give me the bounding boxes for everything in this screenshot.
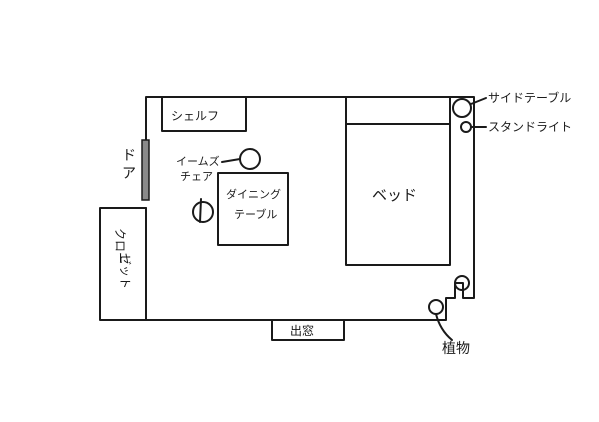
dining-table-label-1: ダイニング — [226, 187, 281, 201]
stand-light-label: スタンドライト — [488, 120, 572, 134]
shelf-label: シェルフ — [171, 109, 219, 123]
plant-1 — [428, 299, 444, 315]
closet-label-2: ゼット — [118, 253, 132, 289]
door-label-2: ア — [122, 166, 136, 182]
side-table-label: サイドテーブル — [488, 90, 571, 105]
door-label-1: ド — [122, 148, 136, 164]
dining-chair — [192, 201, 214, 223]
dining-chair-mark — [199, 198, 202, 223]
plant-2 — [454, 275, 470, 291]
bed-label: ベッド — [372, 186, 417, 204]
shelf — [161, 96, 247, 132]
stand-light — [460, 121, 472, 133]
eames-chair-leader — [221, 158, 241, 163]
dining-table-label-2: テーブル — [234, 207, 277, 221]
eames-chair-label-2: チェア — [180, 170, 213, 183]
bed — [345, 96, 451, 266]
dining-table — [217, 172, 289, 246]
eames-chair — [239, 148, 261, 170]
side-table-leader — [470, 97, 487, 105]
window-label: 出窓 — [290, 323, 314, 338]
door — [141, 139, 150, 201]
plant-label: 植物 — [442, 341, 470, 357]
bay-window — [271, 319, 345, 341]
closet-label-1: クロー — [113, 228, 127, 264]
side-table — [452, 98, 472, 118]
eames-chair-label-1: イームズ — [176, 154, 220, 168]
plant-leader — [435, 313, 453, 341]
room-walls — [99, 96, 475, 321]
